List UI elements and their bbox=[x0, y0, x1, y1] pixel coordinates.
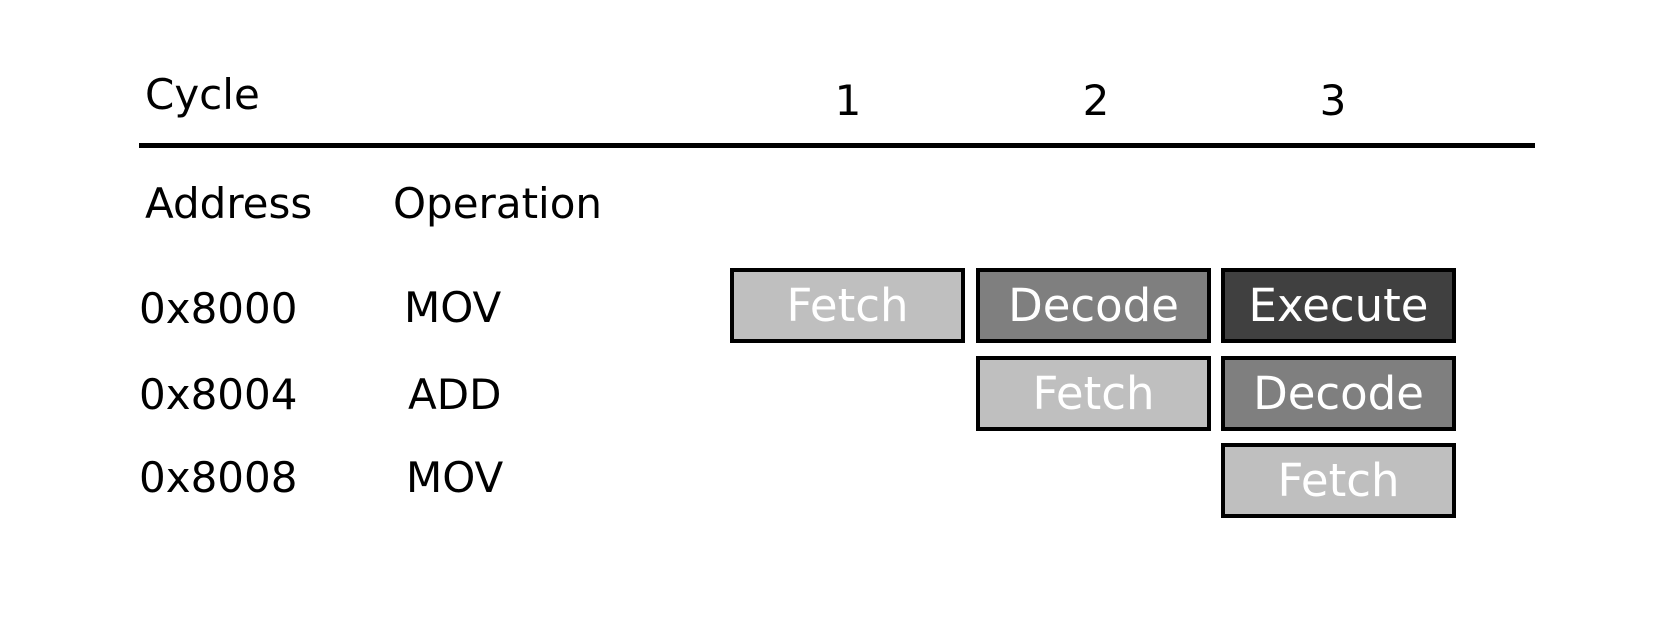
cycle-number-2: 2 bbox=[1082, 76, 1110, 125]
header-divider bbox=[139, 143, 1535, 148]
address-column-header: Address bbox=[145, 179, 313, 228]
stage-decode: Decode bbox=[976, 268, 1211, 343]
cycle-header-label: Cycle bbox=[145, 70, 260, 119]
stage-fetch: Fetch bbox=[730, 268, 965, 343]
row-address: 0x8004 bbox=[139, 370, 298, 419]
stage-decode: Decode bbox=[1221, 356, 1456, 431]
row-address: 0x8000 bbox=[139, 284, 298, 333]
cycle-number-1: 1 bbox=[834, 76, 862, 125]
row-operation: MOV bbox=[406, 453, 504, 502]
row-operation: MOV bbox=[404, 283, 502, 332]
row-address: 0x8008 bbox=[139, 453, 298, 502]
stage-execute: Execute bbox=[1221, 268, 1456, 343]
row-operation: ADD bbox=[408, 370, 502, 419]
operation-column-header: Operation bbox=[393, 179, 603, 228]
stage-fetch: Fetch bbox=[976, 356, 1211, 431]
stage-fetch: Fetch bbox=[1221, 443, 1456, 518]
cycle-number-3: 3 bbox=[1319, 76, 1347, 125]
